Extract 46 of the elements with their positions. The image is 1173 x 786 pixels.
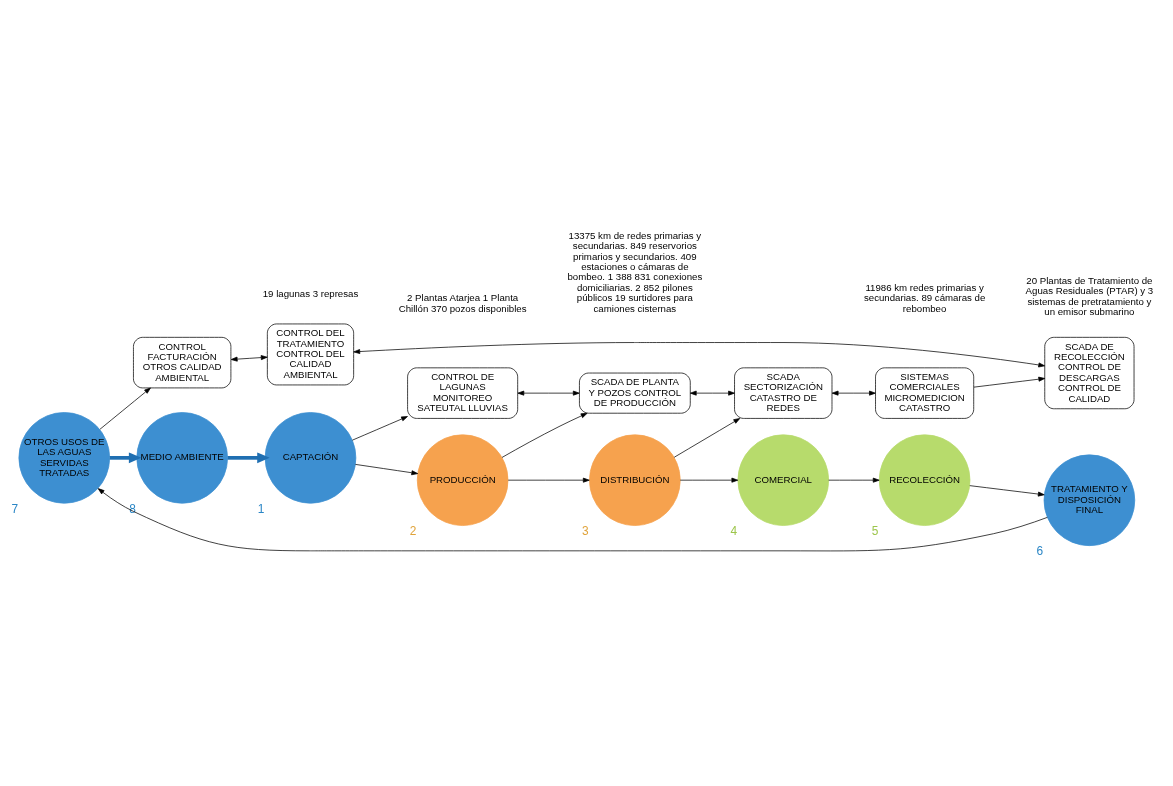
arrow: [97, 487, 1048, 551]
arrow: [969, 484, 1045, 496]
node-label: 2: [409, 523, 417, 538]
arrow: [227, 451, 270, 463]
node-circle: MEDIO AMBIENTE: [136, 411, 228, 504]
arrow: [689, 390, 735, 396]
label: 2 Plantas Atarjea 1 Planta Chillón 370 pozos disponibles: [398, 291, 527, 314]
arrow: [230, 354, 268, 362]
node-label: 3: [582, 523, 589, 538]
label: 13375 km de redes primarias y secundarias. 849 reservorios primarios y secundarios. 409 estaciones o cámaras de bombeo. 1 388 831 conexiones domiciliarias. 2 852 pilones públicos 19 surtidores para camiones cisternas: [567, 229, 703, 314]
arrow: [679, 477, 739, 483]
arrow: [355, 463, 419, 475]
node-circle: RECOLECCIÓN: [878, 433, 971, 526]
node-circle: TRATAMIENTO Y DISPOSICIÓN FINAL: [1043, 454, 1136, 546]
arrow: [353, 341, 1045, 367]
arrow: [517, 390, 580, 396]
node-label: 6: [1036, 543, 1044, 558]
node-circle: DISTRIBUCIÓN: [589, 433, 681, 526]
arrow: [501, 412, 588, 458]
arrow: [828, 477, 880, 483]
node-circle: OTROS USOS DE LAS AGUAS SERVIDAS TRATADAS: [18, 411, 110, 504]
node-circle: PRODUCCIÓN: [416, 433, 509, 526]
arrow: [352, 415, 408, 441]
node-box: SCADA DE RECOLECCIÓN CONTROL DE DESCARGAS CONTROL DE CALIDAD: [1044, 336, 1135, 409]
node-label: 4: [730, 523, 738, 538]
label: 19 lagunas 3 represas: [262, 287, 359, 299]
node-box: CONTROL FACTURACIÓN OTROS CALIDAD AMBIENTAL: [133, 336, 232, 388]
node-box: SCADA SECTORIZACIÓN CATASTRO DE REDES: [734, 366, 833, 419]
arrow: [99, 387, 151, 430]
arrow: [973, 376, 1046, 387]
arrow: [507, 477, 590, 483]
node-circle: CAPTACIÓN: [264, 411, 357, 504]
node-label: 1: [257, 501, 265, 516]
node-box: SISTEMAS COMERCIALES MICROMEDICION CATASTRO: [875, 366, 975, 419]
node-box: CONTROL DE LAGUNAS MONITOREO SATEUTAL LLUVIAS: [407, 366, 519, 419]
label: 11986 km redes primarias y secundarias. 89 cámaras de rebombeo: [863, 281, 986, 314]
node-label: 7: [11, 501, 19, 516]
label: 20 Plantas de Tratamiento de Aguas Residuales (PTAR) y 3 sistemas de pretratamiento y un emisor submarino: [1025, 274, 1154, 317]
node-box: SCADA DE PLANTA Y POZOS CONTROL DE PRODUCCIÓN: [579, 372, 691, 414]
arrow: [673, 417, 741, 458]
node-circle: COMERCIAL: [737, 433, 829, 526]
node-label: 5: [871, 523, 879, 538]
arrow: [831, 390, 876, 396]
arrow: [109, 451, 142, 463]
node-box: CONTROL DEL TRATAMIENTO CONTROL DEL CALIDAD AMBIENTAL: [267, 323, 354, 385]
node-label: 8: [129, 501, 136, 516]
